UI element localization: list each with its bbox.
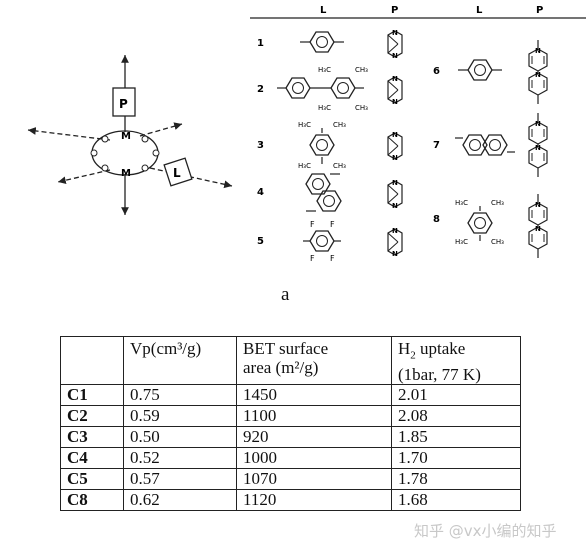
header-bet-line1: BET surface xyxy=(243,339,329,358)
svg-text:CH₃: CH₃ xyxy=(491,199,504,207)
linker-box-label: L xyxy=(173,166,181,180)
chemistry-figure: N N N xyxy=(27,5,586,305)
col-header-p-1: P xyxy=(391,5,398,16)
pillar-dabco-3 xyxy=(387,130,403,163)
cell-h2: 1.70 xyxy=(391,447,521,470)
row-number-1: 1 xyxy=(257,38,264,49)
table-row: C3 0.50 920 1.85 xyxy=(60,426,521,449)
linker-8: H₃C CH₃ H₃C CH₃ xyxy=(455,199,504,246)
header-bet-line2: area (m²/g) xyxy=(243,358,319,377)
linker-1 xyxy=(300,31,344,53)
svg-text:H₃C: H₃C xyxy=(318,66,331,74)
cell-h2: 1.68 xyxy=(391,489,521,512)
linker-2: H₃C CH₃ H₃C CH₃ xyxy=(277,66,368,112)
row-label: C4 xyxy=(60,447,124,470)
table-row: C1 0.75 1450 2.01 xyxy=(60,384,521,407)
row-number-3: 3 xyxy=(257,140,264,151)
row-label: C5 xyxy=(60,468,124,491)
pillar-bipyridine-8 xyxy=(529,194,547,258)
col-header-l-2: L xyxy=(476,5,483,16)
watermark: 知乎 @vx小编的知乎 xyxy=(414,522,557,540)
cell-h2: 1.78 xyxy=(391,468,521,491)
cell-h2: 2.08 xyxy=(391,405,521,428)
header-h2-h: H xyxy=(398,339,411,358)
metal-label-top: M xyxy=(121,131,131,142)
svg-text:CH₃: CH₃ xyxy=(333,162,346,170)
linker-6 xyxy=(458,59,502,81)
linker-5: F F F F xyxy=(303,220,341,263)
table-row: C2 0.59 1100 2.08 xyxy=(60,405,521,428)
row-label: C2 xyxy=(60,405,124,428)
col-header-p-2: P xyxy=(536,5,543,16)
header-h2-sub: 2 xyxy=(410,349,416,362)
svg-text:H₃C: H₃C xyxy=(455,199,468,207)
header-h2-uptake: uptake xyxy=(415,339,466,358)
cell-bet: 1070 xyxy=(236,468,392,491)
svg-text:F: F xyxy=(330,220,335,229)
row-label: C8 xyxy=(60,489,124,512)
linker-box xyxy=(163,157,193,187)
svg-text:H₃C: H₃C xyxy=(298,121,311,129)
cell-bet: 920 xyxy=(236,426,392,449)
cell-h2: 1.85 xyxy=(391,426,521,449)
row-number-5: 5 xyxy=(257,236,264,247)
pillar-box-label: P xyxy=(119,97,128,111)
framework-schematic: P L M M xyxy=(27,55,233,215)
row-number-6: 6 xyxy=(433,66,440,77)
cell-vp: 0.52 xyxy=(123,447,237,470)
header-vp: Vp(cm³/g) xyxy=(123,335,237,386)
svg-text:H₃C: H₃C xyxy=(298,162,311,170)
row-number-2: 2 xyxy=(257,84,264,95)
table-row: C4 0.52 1000 1.70 xyxy=(60,447,521,470)
cell-bet: 1450 xyxy=(236,384,392,407)
svg-text:H₃C: H₃C xyxy=(455,238,468,246)
header-h2: H2 uptake (1bar, 77 K) xyxy=(391,335,521,386)
row-label: C1 xyxy=(60,384,124,407)
pillar-dabco-1 xyxy=(387,28,403,61)
cell-bet: 1120 xyxy=(236,489,392,512)
pillar-bipyridine-6 xyxy=(529,40,547,104)
linker-3: H₃C CH₃ H₃C CH₃ xyxy=(298,121,346,170)
linker-4 xyxy=(305,173,342,212)
svg-text:CH₃: CH₃ xyxy=(355,104,368,112)
linker-7 xyxy=(455,134,515,156)
col-header-l-1: L xyxy=(320,5,327,16)
row-number-8: 8 xyxy=(433,214,440,225)
header-h2-line2: (1bar, 77 K) xyxy=(398,365,481,385)
svg-text:F: F xyxy=(310,254,315,263)
svg-text:CH₃: CH₃ xyxy=(355,66,368,74)
pillar-bipyridine-7 xyxy=(529,113,547,177)
header-blank xyxy=(60,335,124,386)
row-label: C3 xyxy=(60,426,124,449)
pillar-dabco-5 xyxy=(387,226,403,259)
svg-text:CH₃: CH₃ xyxy=(491,238,504,246)
cell-bet: 1000 xyxy=(236,447,392,470)
figure-caption: a xyxy=(281,284,290,305)
svg-text:H₃C: H₃C xyxy=(318,104,331,112)
cell-vp: 0.57 xyxy=(123,468,237,491)
table-row: C5 0.57 1070 1.78 xyxy=(60,468,521,491)
row-number-7: 7 xyxy=(433,140,440,151)
cell-vp: 0.59 xyxy=(123,405,237,428)
pillar-dabco-4 xyxy=(387,178,403,211)
svg-text:CH₃: CH₃ xyxy=(333,121,346,129)
cell-bet: 1100 xyxy=(236,405,392,428)
metal-label-bottom: M xyxy=(121,168,131,179)
svg-text:F: F xyxy=(330,254,335,263)
cell-vp: 0.50 xyxy=(123,426,237,449)
figure-svg: N N N xyxy=(27,5,586,263)
row-number-4: 4 xyxy=(257,187,264,198)
cell-vp: 0.75 xyxy=(123,384,237,407)
table-row: C8 0.62 1120 1.68 xyxy=(60,489,521,512)
svg-text:F: F xyxy=(310,220,315,229)
pillar-box xyxy=(112,87,136,117)
pillar-dabco-2 xyxy=(387,74,403,107)
cell-vp: 0.62 xyxy=(123,489,237,512)
cell-h2: 2.01 xyxy=(391,384,521,407)
